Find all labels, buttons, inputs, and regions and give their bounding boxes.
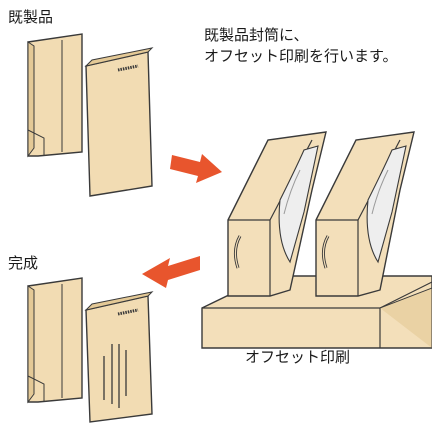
arrow-to-press-icon [170,154,222,183]
description-line-1: 既製品封筒に、 [204,26,309,44]
completed-label: 完成 [8,254,39,272]
ready-made-label: 既製品 [8,8,54,26]
blank-envelope-front [84,47,154,197]
printed-envelope-front [84,291,154,423]
arrow-to-completed-icon [142,256,200,288]
printed-envelope-back [27,277,83,404]
offset-press-caption: オフセット印刷 [245,348,351,366]
description-line-2: オフセット印刷を行います。 [204,47,398,65]
printed-text-lines [103,344,127,408]
offset-press [201,131,432,349]
blank-envelope-back [27,33,83,158]
